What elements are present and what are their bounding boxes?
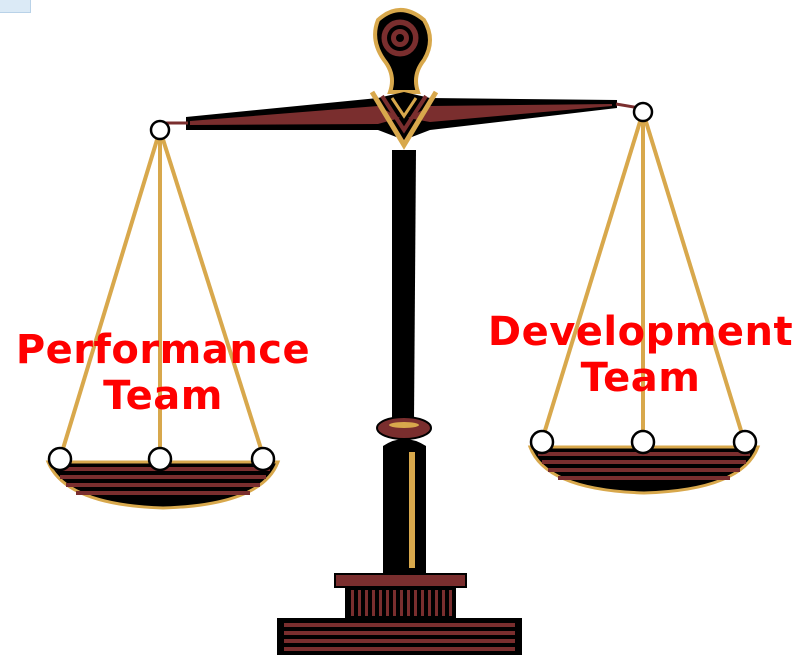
scale-base <box>277 573 522 655</box>
left-pan <box>45 119 281 510</box>
right-pan-label-line-2: Team <box>580 355 701 401</box>
right-pan-label-line-1: Development <box>487 309 794 355</box>
left-pan-label-line-1: Performance <box>15 327 311 373</box>
scale-finial <box>373 8 432 94</box>
scale-column <box>376 150 432 575</box>
left-pan-label-line-2: Team <box>103 373 223 419</box>
right-pan <box>527 101 761 495</box>
right-pan-label: Development Team <box>478 309 803 401</box>
corner-marker <box>0 0 31 13</box>
scale-beam <box>165 90 641 150</box>
left-pan-label: Performance Team <box>8 327 318 419</box>
